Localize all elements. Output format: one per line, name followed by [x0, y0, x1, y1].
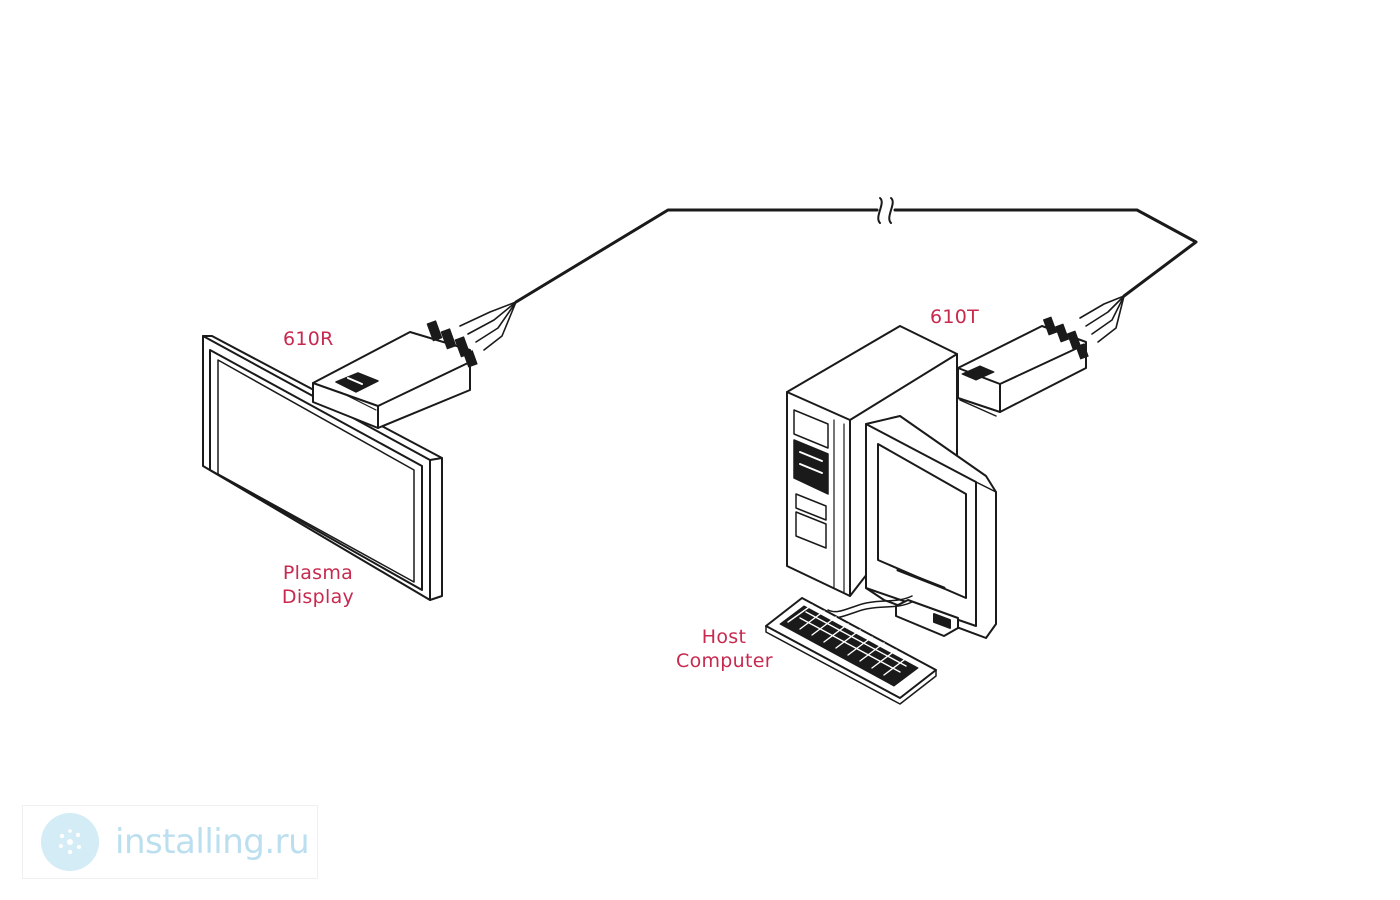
receiver-connectors: [426, 320, 478, 368]
transmitter-module-610t: [957, 316, 1089, 417]
computer-label-line2: Computer: [676, 650, 773, 672]
display-label: Plasma Display: [280, 561, 356, 609]
watermark: installing.ru: [22, 805, 318, 879]
transmitter-connectors: [1043, 316, 1089, 360]
watermark-text: installing.ru: [115, 822, 310, 862]
fiber-cable: [514, 197, 1198, 304]
transmitter-label: 610T: [930, 306, 980, 328]
tower-vent-strip: [833, 419, 845, 593]
keyboard-keys: [787, 604, 909, 676]
transmitter-fanout-cables: [1079, 295, 1125, 343]
receiver-fanout-cables: [459, 301, 517, 351]
receiver-module-610r: [312, 320, 478, 429]
display-label-line2: Display: [281, 586, 355, 608]
receiver-label: 610R: [283, 328, 334, 350]
computer-label-line1: Host: [701, 626, 747, 648]
computer-label: Host Computer: [676, 625, 773, 673]
plasma-display: [202, 335, 443, 601]
computer-monitor: [827, 415, 997, 639]
tower-drive-bays: [793, 409, 829, 549]
display-label-line1: Plasma: [282, 562, 354, 584]
globe-logo-icon: [41, 813, 99, 871]
keyboard: [765, 597, 937, 705]
